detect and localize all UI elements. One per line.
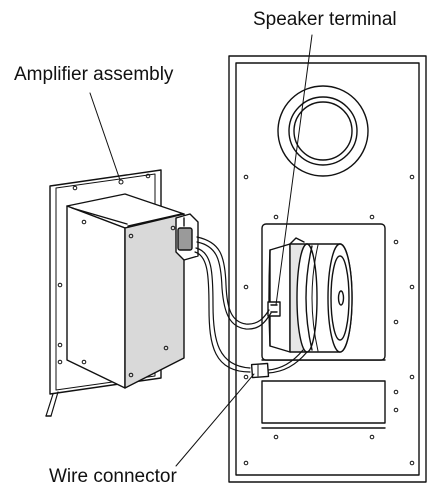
amplifier-assembly (45, 169, 185, 417)
leader-speaker-terminal (275, 34, 313, 306)
amplifier-connector (175, 213, 199, 261)
wire-harness (194, 236, 308, 374)
label-speaker-terminal: Speaker terminal (253, 9, 397, 30)
label-amplifier-assembly: Amplifier assembly (14, 64, 174, 85)
woofer-speaker (268, 237, 353, 353)
leader-lines (89, 34, 313, 467)
leader-wire-connector (175, 373, 255, 467)
leader-amplifier-assembly (89, 92, 121, 181)
tweeter (277, 85, 369, 177)
wire-connector (250, 362, 270, 379)
label-wire-connector: Wire connector (49, 466, 177, 487)
